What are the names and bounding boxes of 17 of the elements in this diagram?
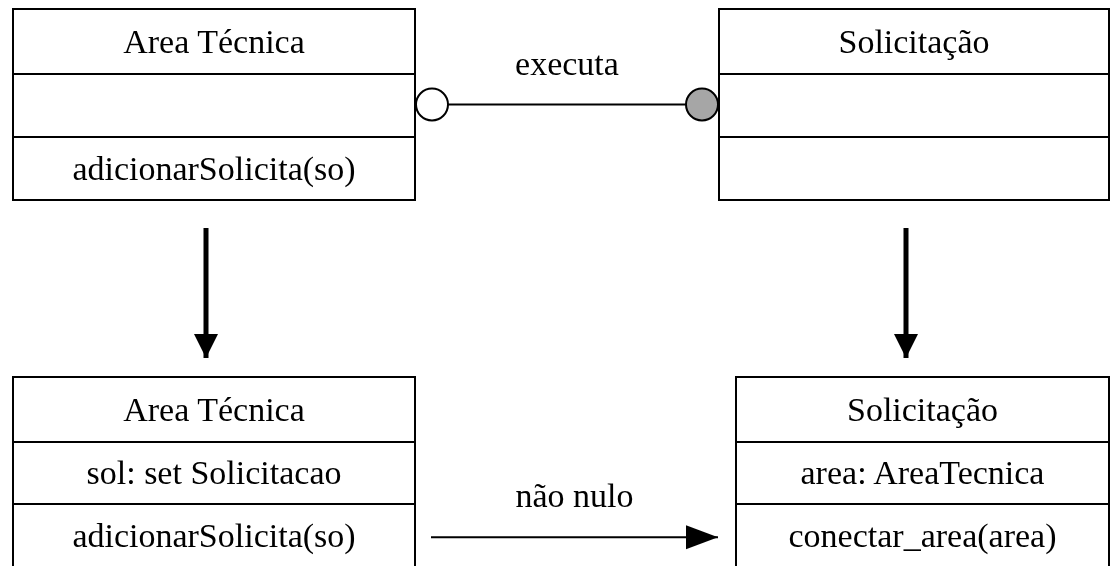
method-text: conectar_area(area) [788, 516, 1057, 555]
class-name: Solicitação [838, 22, 990, 61]
class-box [12, 8, 416, 201]
class-box [12, 376, 416, 566]
class-name: Area Técnica [123, 390, 305, 428]
class-box [718, 8, 1110, 201]
method-text: adicionarSolicita(so) [72, 149, 356, 188]
class-box [735, 376, 1110, 566]
attribute-text: sol: set Solicitacao [86, 454, 342, 492]
arrow [430, 525, 719, 550]
arrow [894, 228, 918, 358]
class-name: Area Técnica [123, 22, 305, 61]
association-line [415, 87, 719, 122]
attribute-text: area: AreaTecnica [800, 454, 1045, 492]
method-text: adicionarSolicita(so) [72, 516, 356, 555]
class-name: Solicitação [846, 390, 999, 428]
arrow [194, 228, 218, 358]
